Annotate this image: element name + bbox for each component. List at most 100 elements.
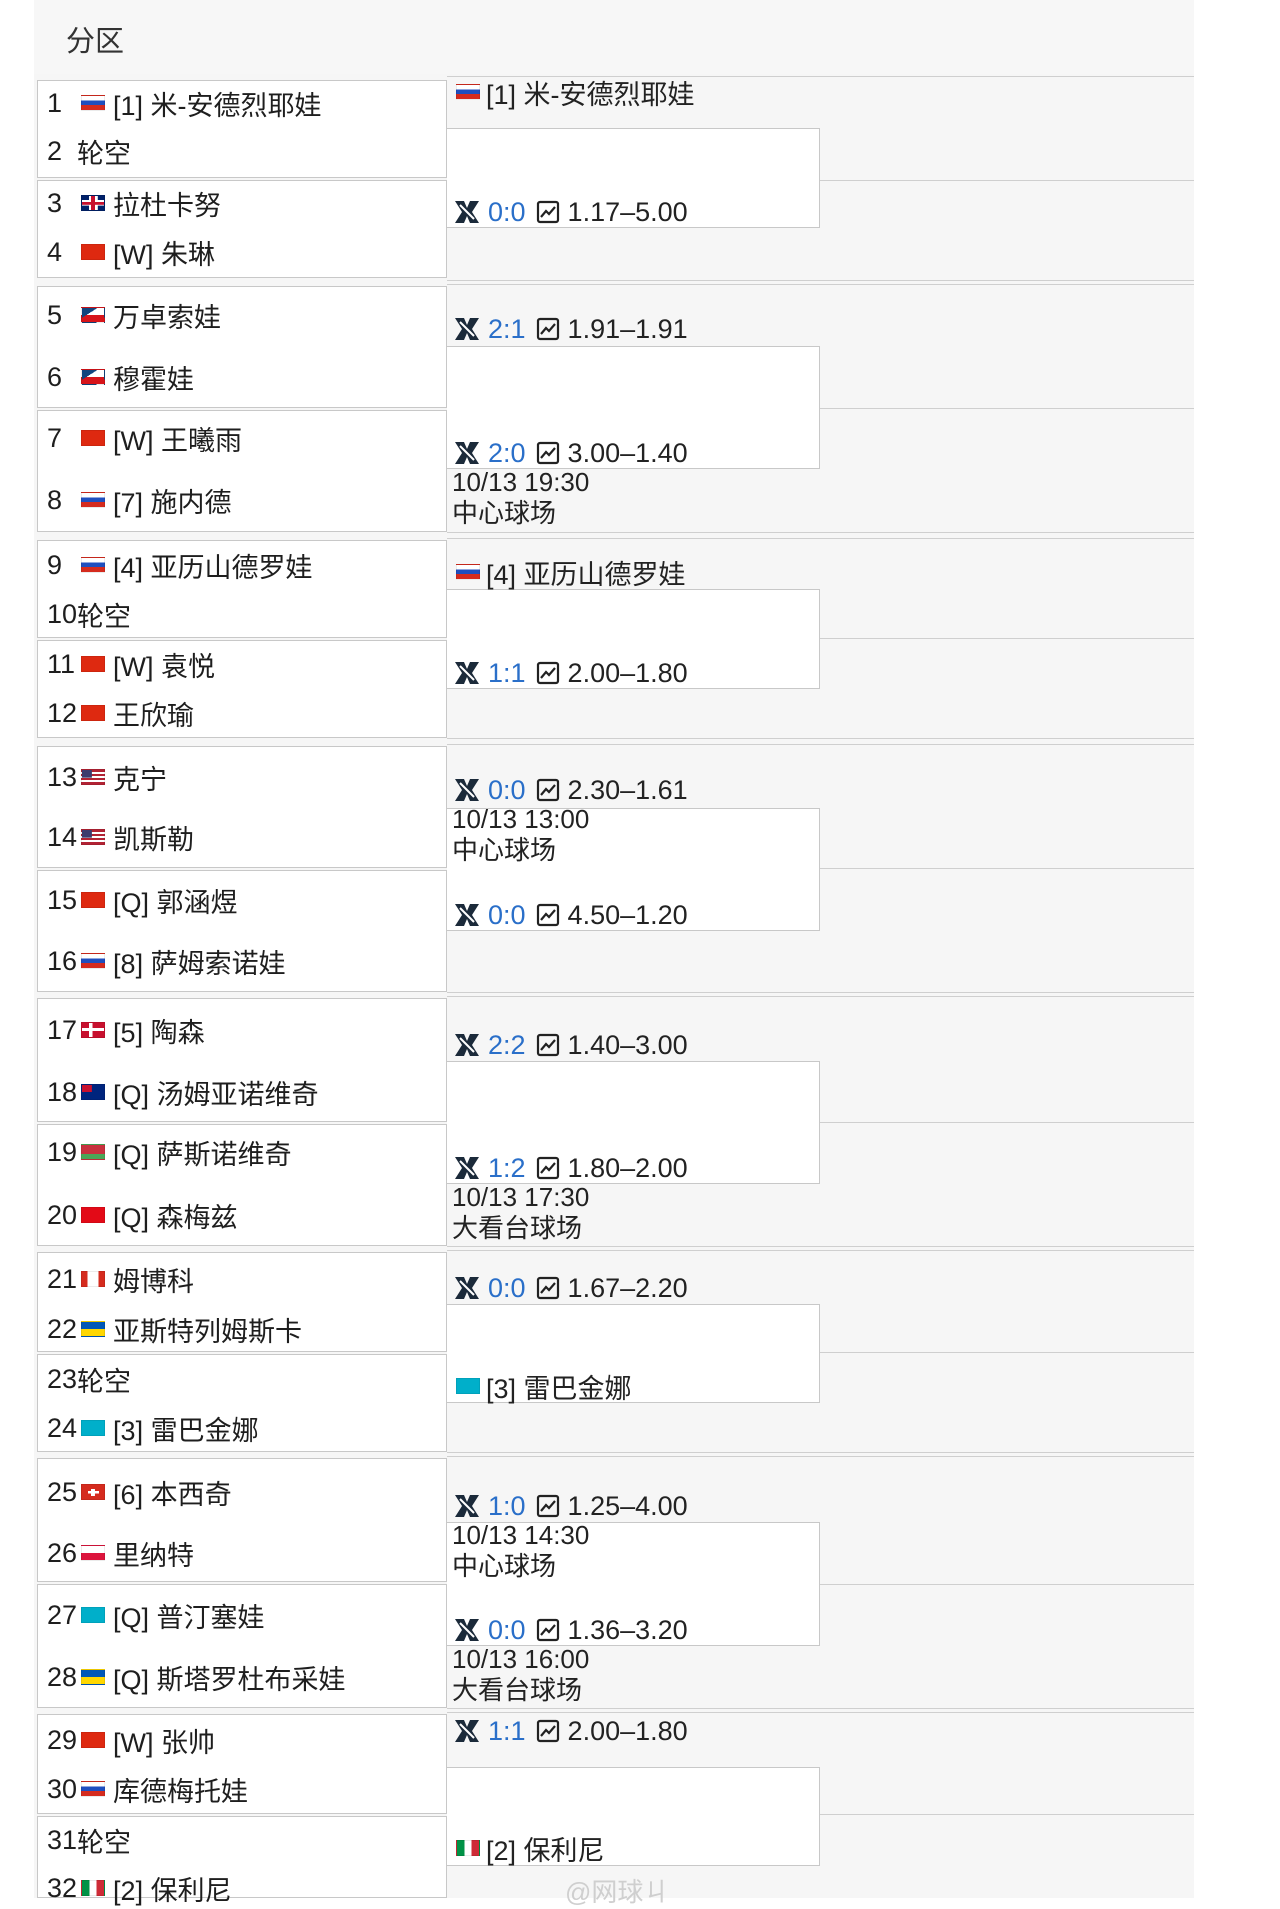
match-court: 中心球场: [452, 498, 557, 528]
player-entry[interactable]: 8[7] 施内德: [47, 480, 232, 520]
advanced-player[interactable]: [4] 亚历山德罗娃: [452, 552, 686, 592]
match-score[interactable]: 1:0: [488, 1490, 526, 1521]
match-time: 10/13 17:30: [452, 1182, 590, 1212]
advanced-player[interactable]: [3] 雷巴金娜: [452, 1366, 632, 1406]
player-entry[interactable]: 15[Q] 郭涵煜: [47, 880, 238, 920]
odds-chart-icon[interactable]: [536, 903, 560, 927]
match-score[interactable]: 1:1: [488, 657, 526, 688]
odds-chart-icon[interactable]: [536, 1494, 560, 1518]
match-score[interactable]: 0:0: [488, 774, 526, 805]
match-score[interactable]: 2:2: [488, 1029, 526, 1060]
first-round-match-box: [37, 410, 447, 532]
match-score[interactable]: 0:0: [488, 899, 526, 930]
player-entry[interactable]: 20[Q] 森梅兹: [47, 1195, 238, 1235]
match-score[interactable]: 1:1: [488, 1715, 526, 1746]
bet-icon[interactable]: [452, 775, 482, 805]
player-entry[interactable]: 32[2] 保利尼: [47, 1868, 232, 1908]
advanced-player[interactable]: [2] 保利尼: [452, 1828, 605, 1868]
odds-chart-icon[interactable]: [536, 1156, 560, 1180]
odds-chart-icon[interactable]: [536, 1033, 560, 1057]
player-name: [Q] 森梅兹: [113, 1202, 238, 1233]
bet-icon[interactable]: [452, 1491, 482, 1521]
flag-icon: [456, 84, 480, 100]
bet-icon[interactable]: [452, 314, 482, 344]
bet-icon[interactable]: [452, 438, 482, 468]
player-entry[interactable]: 27[Q] 普汀塞娃: [47, 1595, 265, 1635]
advanced-player[interactable]: [1] 米-安德烈耶娃: [452, 72, 695, 112]
player-entry[interactable]: 7[W] 王曦雨: [47, 418, 242, 458]
player-entry[interactable]: 16[8] 萨姆索诺娃: [47, 941, 286, 981]
bet-icon[interactable]: [452, 1153, 482, 1183]
player-entry[interactable]: 4[W] 朱琳: [47, 232, 215, 272]
player-entry[interactable]: 3 拉杜卡努: [47, 183, 221, 223]
match-score[interactable]: 2:1: [488, 313, 526, 344]
match-score[interactable]: 1:2: [488, 1152, 526, 1183]
player-entry[interactable]: 19[Q] 萨斯诺维奇: [47, 1132, 292, 1172]
bet-icon[interactable]: [452, 1030, 482, 1060]
seed-number: 3: [47, 187, 63, 218]
bet-icon[interactable]: [452, 197, 482, 227]
player-entry[interactable]: 11[W] 袁悦: [47, 644, 215, 684]
match-score[interactable]: 0:0: [488, 1272, 526, 1303]
bet-icon[interactable]: [452, 658, 482, 688]
match-court: 中心球场: [452, 1551, 557, 1581]
bet-icon[interactable]: [452, 900, 482, 930]
flag-icon: [81, 829, 106, 845]
page-title: 分区: [66, 26, 125, 58]
odds-chart-icon[interactable]: [536, 778, 560, 802]
bracket-line: [447, 280, 1194, 281]
bet-icon[interactable]: [452, 1615, 482, 1645]
player-entry[interactable]: 29[W] 张帅: [47, 1720, 215, 1760]
player-entry[interactable]: 1 [1] 米-安德烈耶娃: [47, 83, 322, 123]
odds-chart-icon[interactable]: [536, 661, 560, 685]
player-entry[interactable]: 9[4] 亚历山德罗娃: [47, 545, 313, 585]
match-odds-line[interactable]: 1:2 1.80–2.00: [452, 1149, 688, 1187]
player-name: 拉杜卡努: [113, 190, 221, 221]
seed-number: 1: [47, 87, 63, 118]
match-score[interactable]: 0:0: [488, 196, 526, 227]
odds-chart-icon[interactable]: [536, 1618, 560, 1642]
player-entry[interactable]: 18[Q] 汤姆亚诺维奇: [47, 1072, 319, 1112]
player-entry[interactable]: 25[6] 本西奇: [47, 1472, 232, 1512]
bet-icon[interactable]: [452, 1273, 482, 1303]
match-score[interactable]: 2:0: [488, 437, 526, 468]
player-entry[interactable]: 17[5] 陶森: [47, 1010, 205, 1050]
player-entry[interactable]: 28[Q] 斯塔罗杜布采娃: [47, 1657, 346, 1697]
player-name: [1] 米-安德烈耶娃: [113, 90, 322, 121]
odds-chart-icon[interactable]: [536, 200, 560, 224]
odds-chart-icon[interactable]: [536, 1276, 560, 1300]
match-score[interactable]: 0:0: [488, 1614, 526, 1645]
odds-chart-icon[interactable]: [536, 441, 560, 465]
odds-chart-icon[interactable]: [536, 1719, 560, 1743]
odds-chart-icon[interactable]: [536, 317, 560, 341]
bet-icon[interactable]: [452, 1716, 482, 1746]
match-odds: 1.80–2.00: [567, 1152, 688, 1183]
player-entry[interactable]: 24[3] 雷巴金娜: [47, 1408, 259, 1448]
bracket-line: [447, 1456, 1194, 1457]
seed-number: 31: [47, 1824, 78, 1855]
